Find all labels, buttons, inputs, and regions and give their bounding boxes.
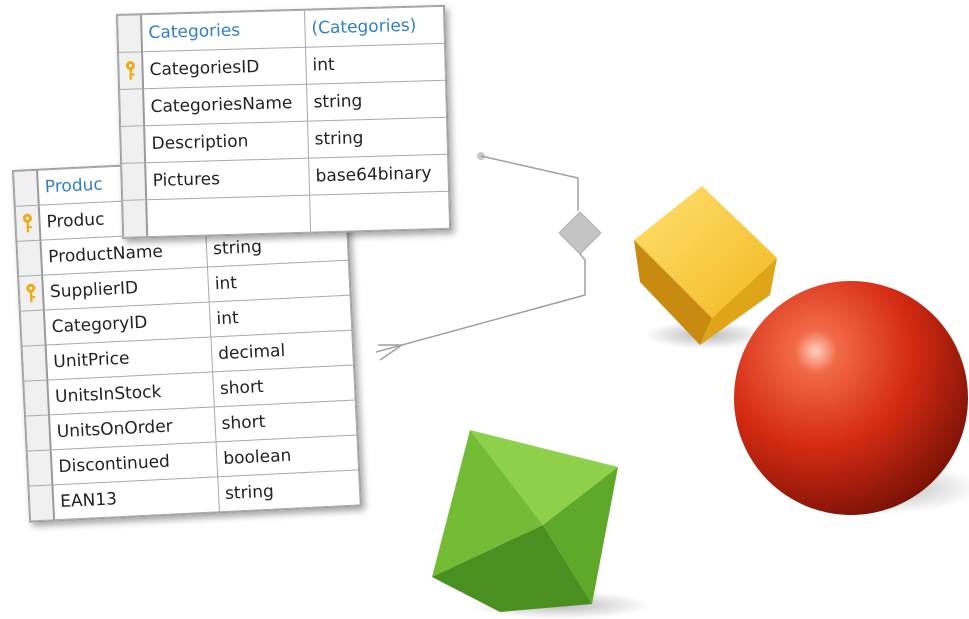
red-sphere-shape [734,281,969,515]
products-table[interactable]: Produc Produc ProductName string Supplie… [12,153,362,523]
categories-table[interactable]: Categories (Categories) CategoriesID int… [116,4,452,239]
table-row[interactable]: SupplierID int [18,260,351,312]
table-row[interactable]: Produc [15,190,347,242]
key-icon [26,283,36,303]
crows-foot-icon [375,344,403,361]
table-row[interactable]: CategoriesID int [118,43,446,90]
connector-line-lower [401,253,586,346]
yellow-cube-shape [634,186,777,349]
green-octahedron-shape [432,430,650,619]
connector-line [480,155,579,211]
key-icon [22,213,32,233]
key-icon [125,61,135,80]
